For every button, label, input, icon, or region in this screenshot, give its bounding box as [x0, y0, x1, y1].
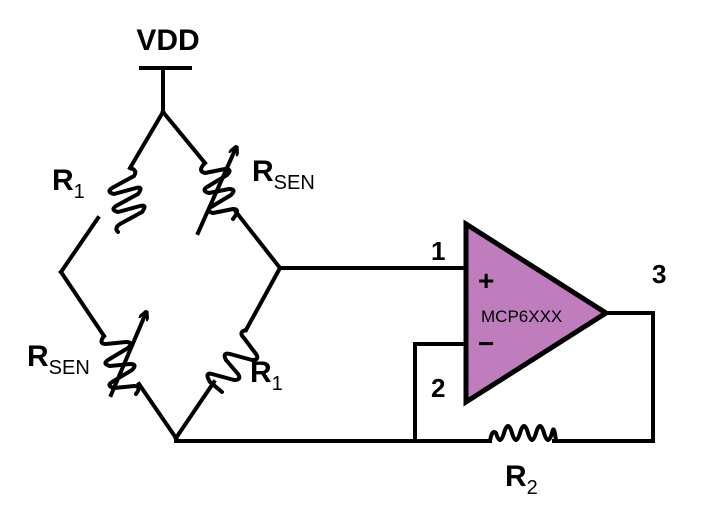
- pin-3-label: 3: [652, 259, 666, 289]
- wire: [58, 269, 107, 339]
- pin-2-label: 2: [431, 373, 445, 403]
- wire: [160, 109, 208, 166]
- variable-arrow-icon: [195, 150, 235, 236]
- r1-top-label: R1: [52, 164, 85, 203]
- resistor-r1-bottom-right: R1: [173, 265, 283, 441]
- wire: [173, 379, 217, 441]
- vdd-supply-symbol: VDD: [136, 24, 200, 112]
- variable-arrow-icon: [108, 315, 145, 398]
- resistor-zigzag-icon: [199, 161, 239, 221]
- opamp-mcp6xxx: + − MCP6XXX: [463, 219, 611, 407]
- rsen-top-label: RSEN: [252, 155, 315, 194]
- resistor-zigzag-icon: [99, 334, 141, 396]
- resistor-zigzag-icon: [107, 166, 147, 234]
- wire: [136, 381, 179, 441]
- plus-sign: +: [478, 265, 494, 296]
- resistor-zigzag-icon: [205, 328, 260, 394]
- minus-sign: −: [478, 328, 494, 359]
- pin-1-label: 1: [431, 236, 445, 266]
- inverting-input-wire: [413, 342, 468, 443]
- r2-label: R2: [505, 460, 538, 499]
- resistor-rsen-bottom-left: RSEN: [27, 269, 179, 441]
- rsen-bottom-label: RSEN: [27, 340, 90, 379]
- wire: [58, 215, 101, 275]
- wire: [233, 209, 283, 271]
- resistor-r1-top-left: R1: [52, 109, 166, 275]
- r1-bottom-label: R1: [250, 356, 283, 395]
- resistor-zigzag-icon: [488, 424, 558, 443]
- resistor-r2-feedback: R2: [488, 424, 558, 499]
- opamp-triangle-icon: [463, 219, 611, 407]
- wire: [127, 109, 166, 171]
- opamp-part-label: MCP6XXX: [481, 307, 562, 326]
- wire: [243, 265, 283, 333]
- output-feedback-wire: [553, 311, 655, 443]
- vdd-label: VDD: [136, 24, 199, 57]
- resistor-rsen-top-right: RSEN: [160, 109, 315, 271]
